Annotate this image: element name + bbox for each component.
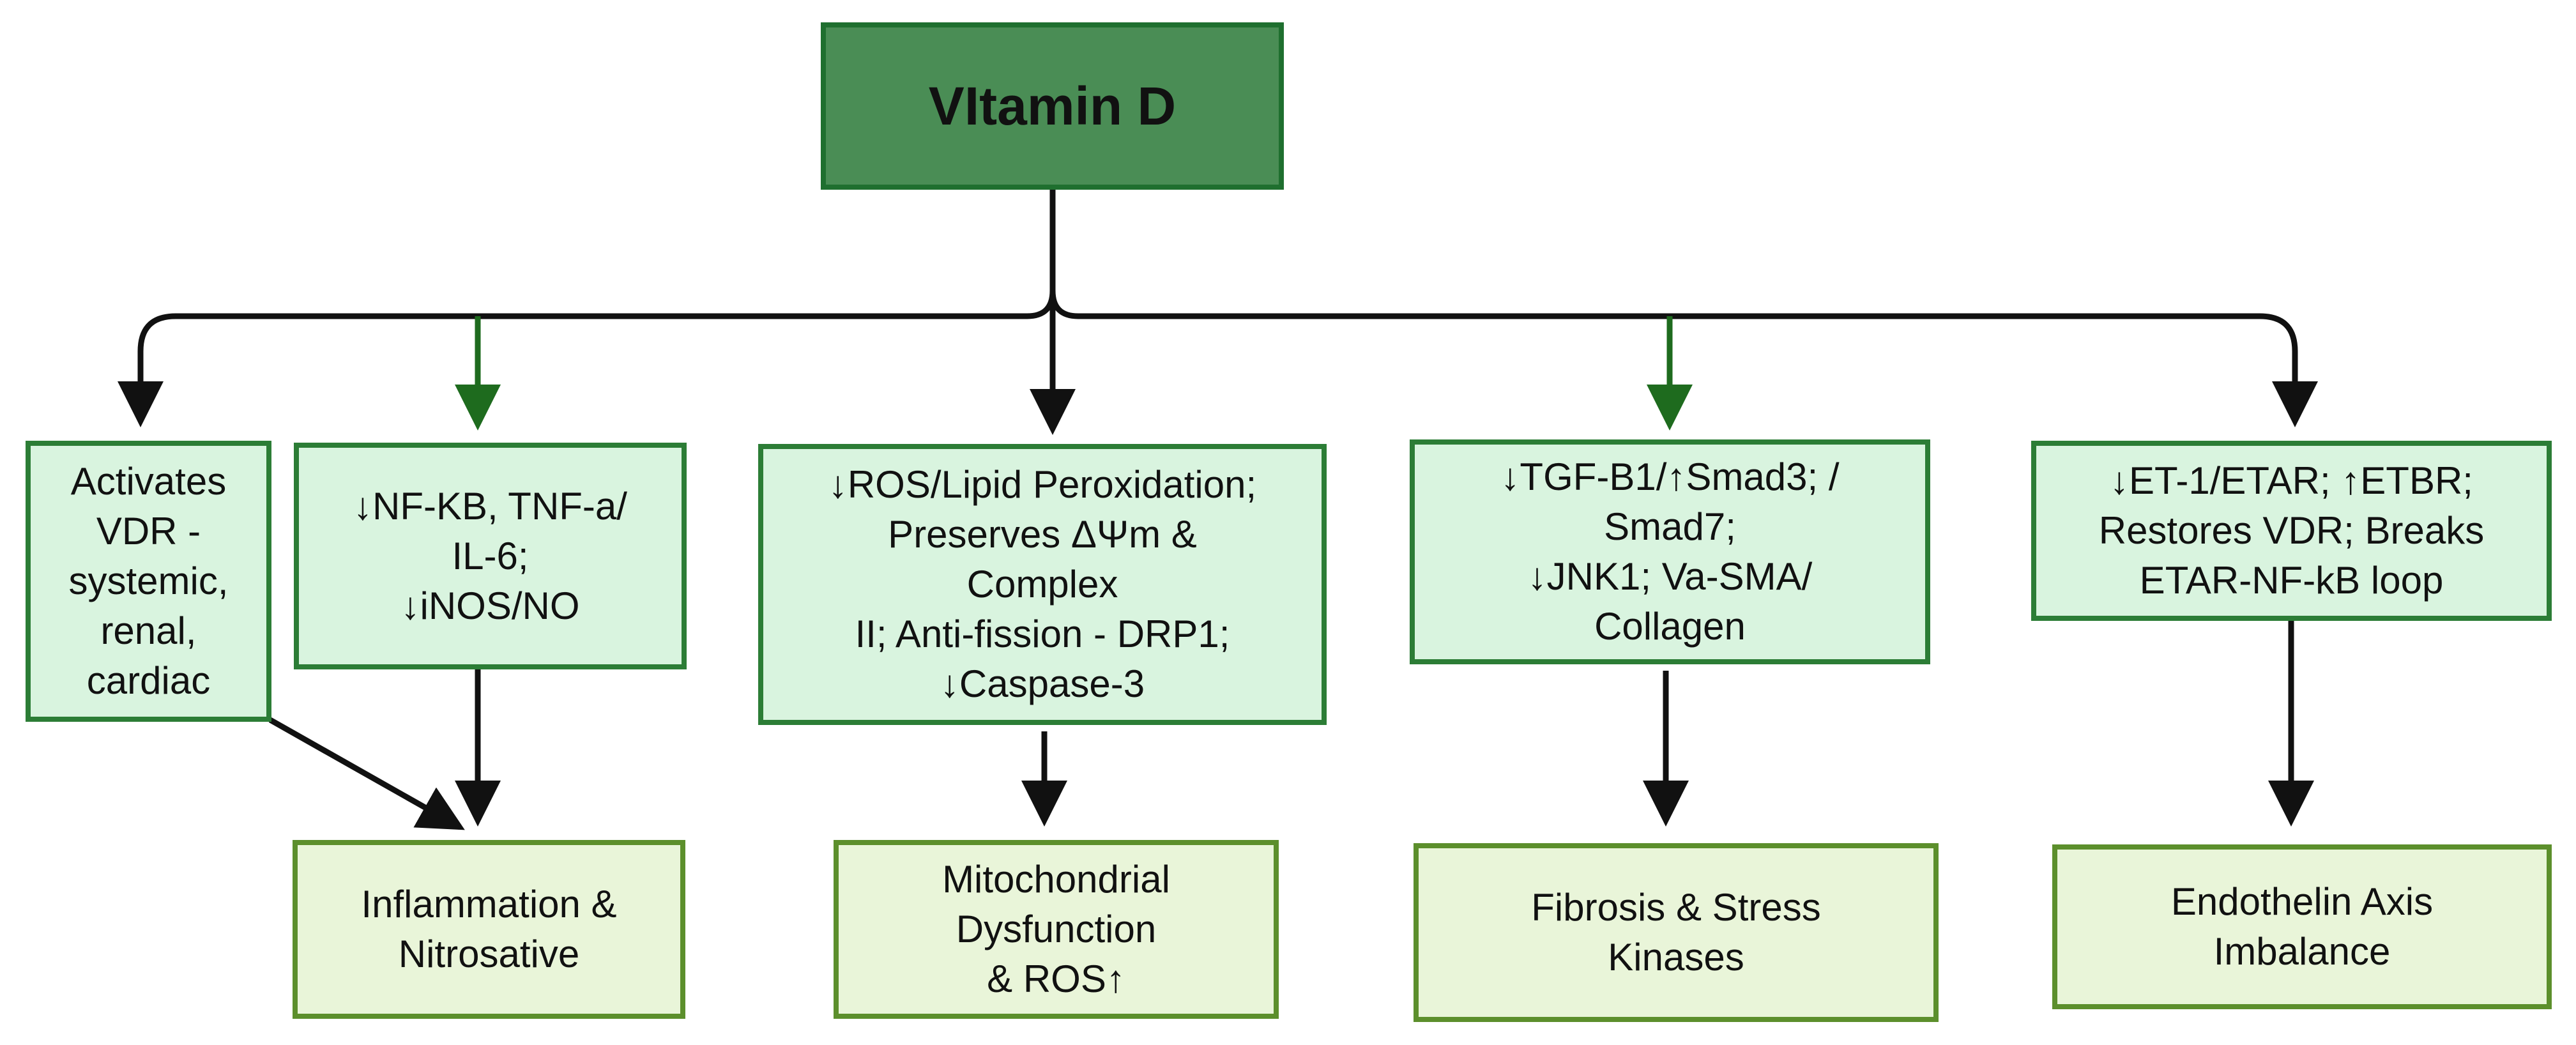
- endothelin-outcome-box: Endothelin Axis Imbalance: [2052, 844, 2552, 1009]
- tgf-smad-label: ↓TGF-B1/↑Smad3; / Smad7; ↓JNK1; Va-SMA/ …: [1500, 455, 1840, 648]
- vdr-activation-box: Activates VDR - systemic, renal, cardiac: [26, 441, 271, 722]
- mitochondrial-outcome-label: Mitochondrial Dysfunction & ROS↑: [942, 858, 1170, 1000]
- vitamin-d-root-box: VItamin D: [821, 22, 1284, 190]
- endothelin-outcome-label: Endothelin Axis Imbalance: [2170, 880, 2434, 973]
- tgf-smad-box: ↓TGF-B1/↑Smad3; / Smad7; ↓JNK1; Va-SMA/ …: [1410, 439, 1930, 664]
- ros-caspase-label: ↓ROS/Lipid Peroxidation; Preserves ΔΨm &…: [828, 463, 1257, 705]
- vdr-activation-label: Activates VDR - systemic, renal, cardiac: [68, 460, 229, 702]
- nfkb-inos-label: ↓NF-KB, TNF-a/ IL-6; ↓iNOS/NO: [353, 484, 627, 627]
- arrow-vdr-to-inflammation: [268, 717, 465, 830]
- ros-caspase-box: ↓ROS/Lipid Peroxidation; Preserves ΔΨm &…: [758, 444, 1327, 725]
- fibrosis-outcome-box: Fibrosis & Stress Kinases: [1414, 843, 1939, 1022]
- fibrosis-outcome-label: Fibrosis & Stress Kinases: [1531, 886, 1821, 979]
- vitamin-d-label: VItamin D: [928, 75, 1177, 136]
- nfkb-inos-box: ↓NF-KB, TNF-a/ IL-6; ↓iNOS/NO: [294, 443, 687, 669]
- mitochondrial-outcome-box: Mitochondrial Dysfunction & ROS↑: [834, 840, 1279, 1019]
- et1-etar-box: ↓ET-1/ETAR; ↑ETBR; Restores VDR; Breaks …: [2031, 441, 2552, 621]
- et1-etar-label: ↓ET-1/ETAR; ↑ETBR; Restores VDR; Breaks …: [2098, 459, 2485, 602]
- inflammation-outcome-box: Inflammation & Nitrosative: [293, 840, 685, 1019]
- branch-line: [137, 290, 2298, 412]
- inflammation-outcome-label: Inflammation & Nitrosative: [361, 883, 617, 975]
